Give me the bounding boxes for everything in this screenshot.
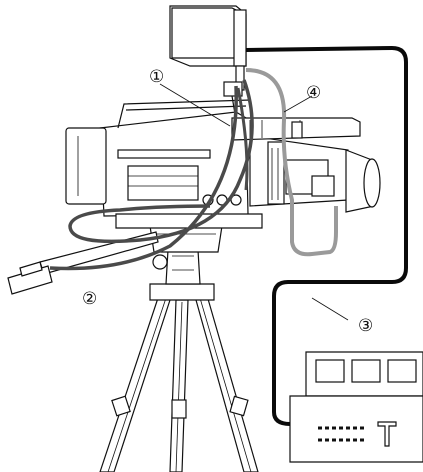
leader-lines bbox=[159, 83, 349, 321]
callout-2: ② bbox=[82, 289, 97, 309]
control-unit bbox=[289, 351, 423, 463]
tripod bbox=[99, 249, 259, 472]
cable-3-black bbox=[245, 45, 408, 426]
camera-lens bbox=[249, 135, 381, 213]
cables bbox=[49, 45, 408, 426]
callout-3: ③ bbox=[358, 316, 373, 336]
camera-body bbox=[65, 99, 263, 229]
viewfinder bbox=[231, 117, 361, 141]
control-unit-switches bbox=[318, 426, 366, 442]
callout-4: ④ bbox=[306, 83, 321, 103]
cable-4-lightgray bbox=[245, 68, 338, 257]
cable-1 bbox=[236, 87, 249, 191]
callout-1: ① bbox=[149, 67, 164, 87]
control-unit-lever bbox=[377, 421, 397, 447]
